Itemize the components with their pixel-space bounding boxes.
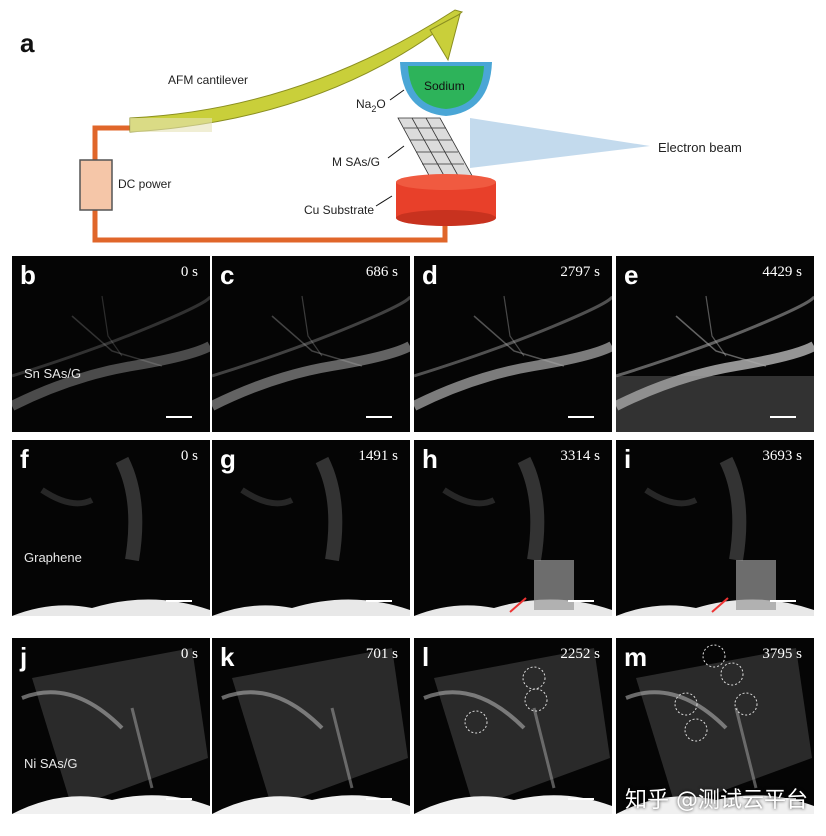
- panel-time: 2252 s: [560, 646, 600, 662]
- panel-label: j: [20, 642, 28, 672]
- scale-bar: [366, 600, 392, 602]
- sample-label: Ni SAs/G: [24, 756, 78, 771]
- sample-label: Graphene: [24, 550, 82, 565]
- tem-image: [616, 644, 814, 814]
- scale-bar: [166, 416, 192, 418]
- panel-label: b: [20, 260, 36, 290]
- circuit-wire: [92, 125, 448, 243]
- sample-label: Sn SAs/G: [24, 366, 82, 381]
- panel-time: 3795 s: [762, 646, 802, 662]
- tem-image: [414, 648, 612, 814]
- sodium-sphere: [408, 66, 484, 109]
- tem-panel-c: c 686 s: [212, 256, 410, 432]
- tem-image: [616, 295, 814, 432]
- label-m-sas-g: M SAs/G: [332, 155, 380, 169]
- panel-label: f: [20, 444, 29, 474]
- panel-time: 701 s: [365, 646, 398, 662]
- tem-panel-l: l 2252 s: [414, 638, 612, 814]
- tem-panel-j: j 0 s Ni SAs/G: [12, 638, 210, 814]
- schematic-diagram: AFM cantilever DC power Sodium Na2O M SA…: [79, 9, 742, 243]
- tem-image: [12, 456, 210, 616]
- panel-label: l: [422, 642, 430, 672]
- scale-bar: [166, 600, 192, 602]
- scale-bar: [770, 600, 796, 602]
- tem-panel-e: e 4429 s: [616, 256, 814, 432]
- panel-time: 0 s: [180, 448, 198, 464]
- label-cu-substrate: Cu Substrate: [304, 203, 374, 217]
- scale-bar: [366, 798, 392, 800]
- scale-bar: [568, 600, 594, 602]
- label-sodium: Sodium: [424, 79, 465, 93]
- panel-label: d: [422, 260, 438, 290]
- tem-panel-g: g 1491 s: [212, 440, 410, 616]
- tem-image: [616, 456, 814, 616]
- tem-panel-k: k 701 s: [212, 638, 410, 814]
- panel-label: h: [422, 444, 438, 474]
- afm-tip: [429, 13, 461, 62]
- scale-bar: [568, 416, 594, 418]
- panel-time: 686 s: [365, 264, 398, 280]
- tem-panel-m: m 3795 s: [616, 638, 814, 814]
- panel-time: 3693 s: [762, 448, 802, 464]
- scale-bar: [366, 416, 392, 418]
- panel-a-label: a: [20, 28, 35, 58]
- panel-time: 4429 s: [762, 264, 802, 280]
- panel-label: g: [220, 444, 236, 474]
- electron-beam-cone: [470, 118, 650, 168]
- label-afm-cantilever: AFM cantilever: [168, 73, 248, 87]
- graphene-mesh: [397, 117, 481, 193]
- tem-panel-i: i 3693 s: [616, 440, 814, 616]
- tem-panel-h: h 3314 s: [414, 440, 612, 616]
- panel-time: 3314 s: [560, 448, 600, 464]
- panel-label: m: [624, 642, 648, 672]
- panel-label: e: [624, 260, 639, 290]
- dc-power-box: [79, 159, 113, 211]
- label-na2o: Na2O: [356, 97, 386, 114]
- watermark: 知乎 @测试云平台: [625, 788, 808, 813]
- panel-time: 0 s: [180, 646, 198, 662]
- panel-time: 0 s: [180, 264, 198, 280]
- tem-image: [414, 295, 612, 411]
- scale-bar: [166, 798, 192, 800]
- panel-time: 1491 s: [358, 448, 398, 464]
- tem-image: [212, 456, 410, 616]
- tem-panel-f: f 0 s Graphene: [12, 440, 210, 616]
- scale-bar: [770, 416, 796, 418]
- tem-panel-d: d 2797 s: [414, 256, 612, 432]
- panel-label: i: [624, 444, 632, 474]
- tem-image: [414, 456, 612, 616]
- scale-bar: [770, 798, 796, 800]
- panel-time: 2797 s: [560, 264, 600, 280]
- label-electron-beam: Electron beam: [658, 140, 742, 155]
- tem-image: [12, 295, 210, 411]
- tem-image: [212, 295, 410, 411]
- tem-panel-b: b 0 s Sn SAs/G: [12, 256, 210, 432]
- panel-label: c: [220, 260, 235, 290]
- label-dc-power: DC power: [118, 177, 171, 191]
- scale-bar: [568, 798, 594, 800]
- panel-label: k: [220, 642, 235, 672]
- tem-image: [12, 648, 210, 814]
- tem-image: [212, 648, 410, 814]
